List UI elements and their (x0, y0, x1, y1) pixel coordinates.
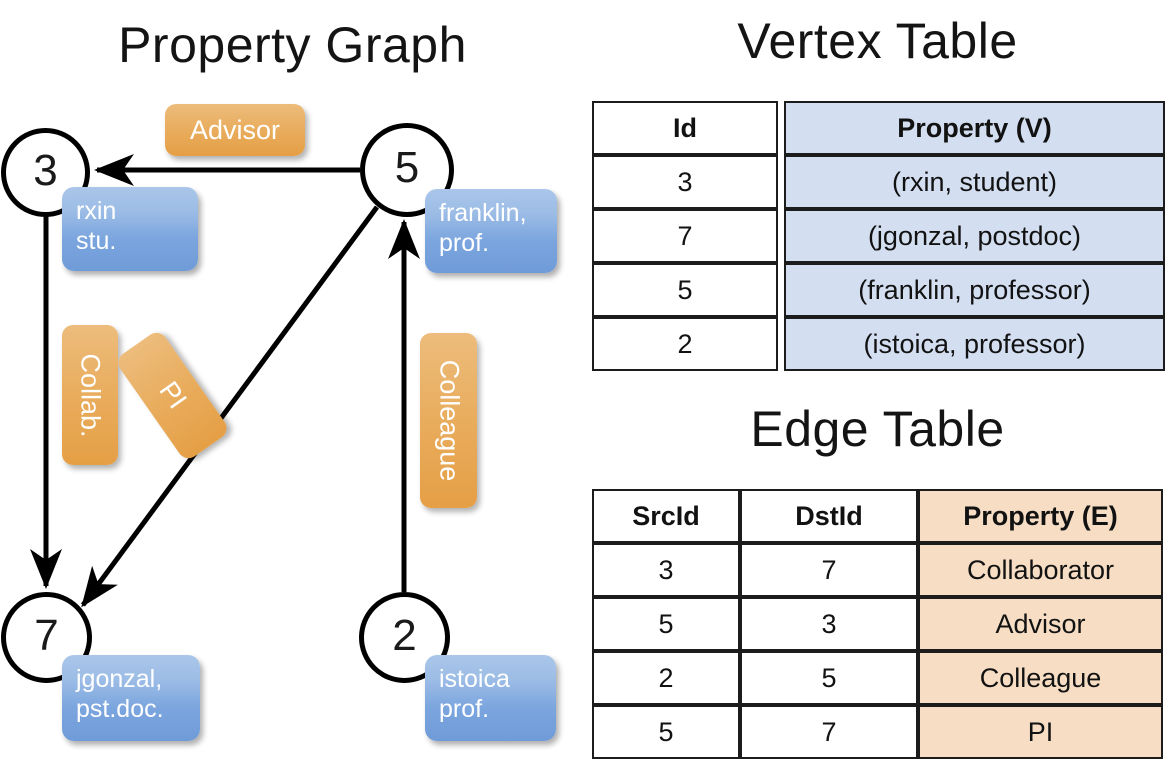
page-title-property-graph: Property Graph (118, 17, 467, 73)
table-row[interactable]: 3 7 Collaborator (592, 543, 1163, 597)
table-row[interactable]: 3 (rxin, student) (592, 155, 1165, 209)
vertex-row-2-id: 5 (592, 263, 778, 317)
graph-node-5[interactable]: 5 (360, 123, 454, 217)
edge-row-1-property: Advisor (918, 597, 1163, 651)
edge-row-2-srcid: 2 (592, 651, 740, 705)
edge-row-1-srcid: 5 (592, 597, 740, 651)
edge-row-3-srcid: 5 (592, 705, 740, 759)
node-7-property-line-1: jgonzal, (76, 665, 163, 693)
edge-label-collab[interactable]: Collab. (62, 325, 118, 465)
page-title-edge-table: Edge Table (750, 401, 1005, 457)
graph-node-2-label: 2 (392, 610, 417, 660)
edge-table-header-dstid: DstId (740, 489, 918, 543)
vertex-row-3-id: 2 (592, 317, 778, 371)
edge-label-colleague[interactable]: Colleague (420, 333, 477, 508)
vertex-table: Id Property (V) 3 (rxin, student) 7 (jgo… (592, 101, 1165, 371)
edge-label-colleague-text: Colleague (434, 359, 464, 482)
table-row[interactable]: 5 3 Advisor (592, 597, 1163, 651)
node-3-property-box[interactable]: rxin stu. (62, 187, 198, 271)
node-2-property-line-2: prof. (439, 694, 490, 723)
edge-table: SrcId DstId Property (E) 3 7 Collaborato… (592, 489, 1163, 759)
edge-table-header-srcid: SrcId (592, 489, 740, 543)
edge-row-2-dstid: 5 (740, 651, 918, 705)
node-3-property-line-2: stu. (76, 226, 117, 255)
edge-label-advisor[interactable]: Advisor (165, 104, 305, 156)
edge-table-header-property: Property (E) (918, 489, 1163, 543)
table-row[interactable]: 2 5 Colleague (592, 651, 1163, 705)
node-5-property-line-1: franklin, (439, 199, 527, 227)
edge-row-0-srcid: 3 (592, 543, 740, 597)
property-graph-diagram: 3 5 7 2 rxin stu. franklin, prof. jgonza… (1, 104, 557, 741)
edge-row-2-property: Colleague (918, 651, 1163, 705)
edge-label-advisor-text: Advisor (189, 114, 281, 145)
vertex-row-0-id: 3 (592, 155, 778, 209)
vertex-row-0-property: (rxin, student) (784, 155, 1165, 209)
vertex-row-3-property: (istoica, professor) (784, 317, 1165, 371)
edge-row-3-dstid: 7 (740, 705, 918, 759)
node-2-property-box[interactable]: istoica prof. (425, 655, 556, 741)
vertex-table-header-property: Property (V) (784, 101, 1165, 155)
vertex-table-header-id: Id (592, 101, 778, 155)
node-7-property-line-2: pst.doc. (76, 694, 164, 723)
node-3-property-line-1: rxin (76, 197, 117, 225)
vertex-table-header-row: Id Property (V) (592, 101, 1165, 155)
edge-row-0-property: Collaborator (918, 543, 1163, 597)
edge-table-header-row: SrcId DstId Property (E) (592, 489, 1163, 543)
node-5-property-line-2: prof. (439, 228, 490, 257)
table-row[interactable]: 5 7 PI (592, 705, 1163, 759)
edge-label-pi-text: PI (153, 376, 193, 415)
graph-node-7-label: 7 (34, 610, 59, 660)
graph-node-5-label: 5 (394, 143, 420, 192)
table-row[interactable]: 7 (jgonzal, postdoc) (592, 209, 1165, 263)
graph-edges-svg (30, 154, 420, 608)
page-title-vertex-table: Vertex Table (737, 13, 1018, 69)
vertex-row-1-property: (jgonzal, postdoc) (784, 209, 1165, 263)
table-row[interactable]: 5 (franklin, professor) (592, 263, 1165, 317)
node-5-property-box[interactable]: franklin, prof. (425, 189, 557, 273)
node-7-property-box[interactable]: jgonzal, pst.doc. (62, 655, 200, 741)
vertex-row-1-id: 7 (592, 209, 778, 263)
node-2-property-line-1: istoica (439, 665, 510, 693)
graph-node-3-label: 3 (33, 145, 58, 195)
edge-row-3-property: PI (918, 705, 1163, 759)
edge-row-1-dstid: 3 (740, 597, 918, 651)
edge-row-0-dstid: 7 (740, 543, 918, 597)
edge-5-to-7 (80, 205, 380, 608)
edge-label-collab-text: Collab. (75, 352, 106, 438)
vertex-row-2-property: (franklin, professor) (784, 263, 1165, 317)
graph-node-2[interactable]: 2 (359, 592, 450, 683)
table-row[interactable]: 2 (istoica, professor) (592, 317, 1165, 371)
